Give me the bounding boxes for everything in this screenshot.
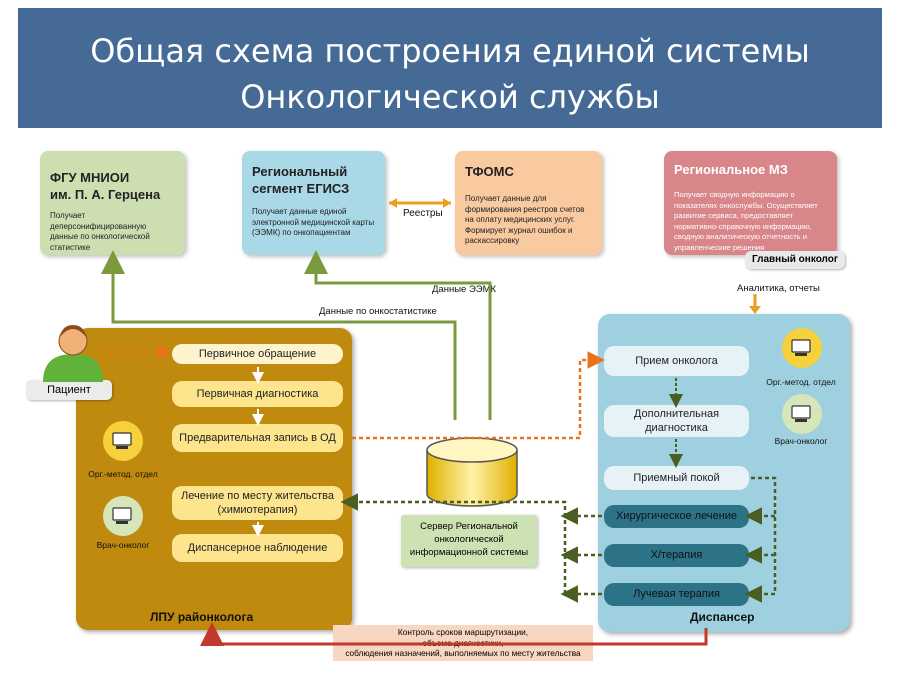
arrow-prereg-to-dispanser: [345, 351, 605, 440]
disp-icon-oncologist-label: Врач-онколог: [774, 436, 828, 446]
computer-icon: [791, 339, 811, 356]
control-line3: соблюдения назначений, выполняемых по ме…: [345, 648, 581, 658]
disp-step-extra-diagnostics-line2: диагностика: [645, 422, 708, 434]
computer-icon: [791, 405, 811, 422]
disp-icon-org-method-label: Орг.-метод. отдел: [766, 377, 836, 387]
server-caption-box: Сервер Региональной онкологической инфор…: [401, 515, 537, 567]
lpu-caption: ЛПУ районколога: [150, 610, 254, 624]
arrow-to-local-treatment: [340, 493, 567, 594]
card-egisz-desc: Получает данные единой электронной медиц…: [252, 207, 375, 237]
disp-step-admission: Приемный покой: [604, 466, 749, 490]
title-line-2: Онкологической службы: [240, 78, 660, 116]
lpu-step-local-treatment-line2: (химиотерапия): [217, 504, 298, 516]
card-mz-title: Региональное МЗ: [674, 162, 788, 177]
disp-step-extra-diagnostics: Дополнительная диагностика: [604, 405, 749, 437]
card-fgu-mnioi: ФГУ МНИОИ им. П. А. Герцена Получает деп…: [40, 151, 185, 255]
analytics-arrow-head: [749, 306, 761, 314]
card-tfoms: ТФОМС Получает данные для формирования р…: [455, 151, 602, 255]
computer-icon: [112, 507, 132, 524]
lpu-step-preregistration: Предварительная запись в ОД: [172, 424, 343, 452]
edge-label-reestry: Реестры: [403, 208, 443, 219]
card-mz-desc: Получает сводную информацию о показателя…: [674, 190, 818, 252]
disp-step-oncologist-visit: Прием онколога: [604, 346, 749, 376]
edge-label-analytics: Аналитика, отчеты: [737, 283, 820, 294]
disp-step-extra-diagnostics-line1: Дополнительная: [633, 408, 720, 420]
card-egisz-title-2: сегмент ЕГИСЗ: [252, 181, 350, 196]
lpu-step-dispensary-observation: Диспансерное наблюдение: [172, 534, 343, 562]
database-icon: [426, 437, 518, 507]
chief-oncologist-badge: Главный онколог: [745, 251, 845, 269]
arrow-to-fgu: [101, 250, 457, 420]
dispanser-caption: Диспансер: [690, 610, 755, 624]
lpu-step-local-treatment: Лечение по месту жительства (химиотерапи…: [172, 486, 343, 520]
control-arrow: [200, 622, 708, 646]
lpu-icon-org-method-label: Орг.-метод. отдел: [88, 469, 158, 479]
disp-flow-branch: [744, 476, 777, 603]
card-tfoms-desc: Получает данные для формирования реестро…: [465, 194, 585, 245]
lpu-step-primary-diagnostics: Первичная диагностика: [172, 381, 343, 407]
disp-treatment-radiation: Лучевая терапия: [604, 583, 749, 606]
lpu-panel: [76, 328, 352, 630]
card-tfoms-title: ТФОМС: [465, 164, 514, 179]
server-caption-line2: онкологической: [434, 534, 504, 545]
computer-icon: [112, 432, 132, 449]
reestry-arrow-head-left: [389, 198, 397, 208]
edge-label-eemk: Данные ЭЭМК: [432, 284, 497, 295]
card-egisz: Региональный сегмент ЕГИСЗ Получает данн…: [242, 151, 385, 255]
lpu-step-local-treatment-line1: Лечение по месту жительства: [181, 490, 334, 502]
control-line1: Контроль сроков маршрутизации,: [397, 627, 529, 637]
card-regional-mz: Региональное МЗ Получает сводную информа…: [664, 151, 837, 255]
card-fgu-desc: Получает деперсонифицированную данные по…: [50, 211, 150, 252]
patient-label: Пациент: [26, 380, 112, 400]
patient-icon: [43, 325, 103, 382]
server-caption-line3: информационной системы: [409, 547, 529, 558]
card-fgu-title-1: ФГУ МНИОИ: [50, 170, 130, 185]
arrow-to-egisz: [304, 250, 492, 420]
reestry-arrow-head-right: [443, 198, 451, 208]
lpu-icon-oncologist-label: Врач-онколог: [96, 540, 150, 550]
disp-treatment-chemo: Х/терапия: [604, 544, 749, 567]
lpu-step-primary-visit: Первичное обращение: [172, 344, 343, 364]
title-banner: Общая схема построения единой системы Он…: [18, 8, 882, 128]
disp-treatment-surgery: Хирургическое лечение: [604, 505, 749, 528]
title-line-1: Общая схема построения единой системы: [90, 32, 810, 70]
card-egisz-title-1: Региональный: [252, 164, 348, 179]
edge-label-onkostat: Данные по онкостатистике: [319, 306, 437, 317]
card-fgu-title-2: им. П. А. Герцена: [50, 187, 161, 202]
server-caption-line1: Сервер Региональной: [420, 521, 518, 532]
